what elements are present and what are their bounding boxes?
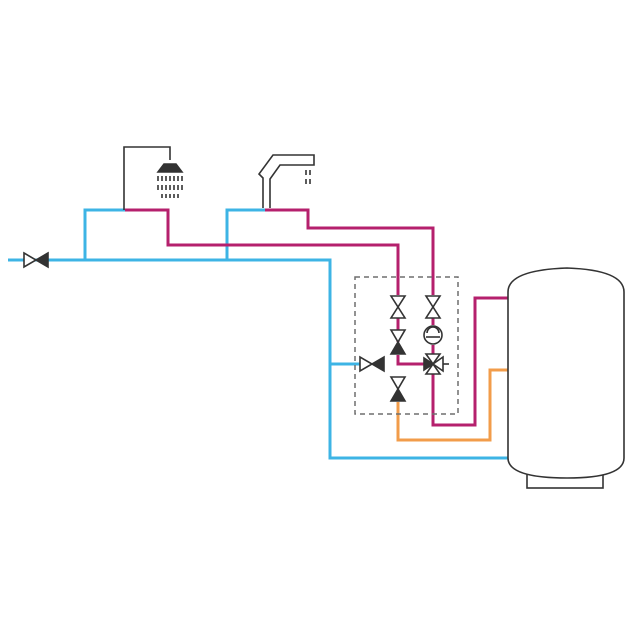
hot-water-pipes (125, 208, 508, 427)
hot-faucet-line (265, 208, 435, 295)
heating-return-pipes (396, 368, 508, 442)
gate-valve-icon[interactable] (424, 295, 442, 319)
module-valves (359, 295, 449, 402)
check-valve-icon[interactable] (389, 329, 407, 355)
mixing-valve-icon[interactable] (423, 353, 449, 375)
gate-valve-icon[interactable] (389, 295, 407, 319)
cold-branch-shower (83, 208, 125, 260)
hot-tank-flow (431, 296, 508, 427)
hot-check-to-mixer (396, 355, 424, 366)
cold-water-pipes (8, 208, 508, 460)
faucet-spray-lines (305, 170, 311, 184)
hot-shower-line (125, 208, 400, 295)
return-line (396, 368, 508, 442)
shower-icon[interactable] (123, 146, 184, 210)
circulation-pump-icon[interactable] (423, 325, 443, 345)
check-valve-icon[interactable] (359, 355, 385, 373)
storage-tank-icon[interactable] (507, 267, 625, 489)
cold-branch-faucet (225, 208, 265, 260)
cold-main-line (8, 258, 508, 460)
check-valve-icon[interactable] (389, 376, 407, 402)
valve-module-box (354, 276, 459, 415)
shower-spray-lines (157, 176, 183, 198)
faucet-icon[interactable] (257, 154, 315, 208)
gate-valve-icon[interactable] (23, 251, 49, 269)
tank-body (507, 267, 625, 479)
